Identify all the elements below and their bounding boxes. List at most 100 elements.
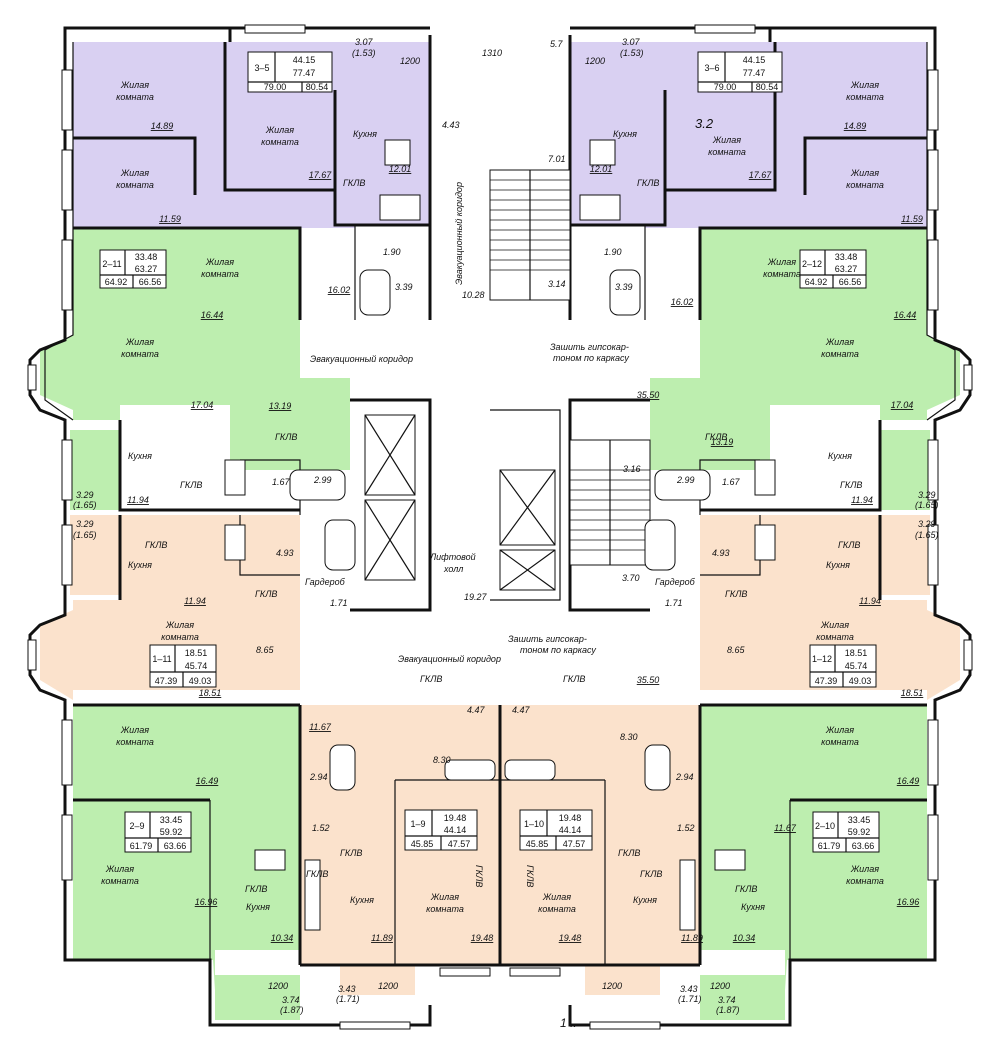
room-label: Жилая bbox=[125, 337, 154, 347]
dim-label: 8.30 bbox=[620, 732, 638, 742]
room-label: Жилая bbox=[105, 864, 134, 874]
apt-id: 2–9 bbox=[129, 821, 144, 831]
room-label: Жилая bbox=[542, 892, 571, 902]
dim-label: 1.67 bbox=[722, 477, 741, 487]
kitchen-label: Кухня bbox=[828, 451, 852, 461]
apt-value: 45.85 bbox=[411, 839, 434, 849]
apt-value: 63.27 bbox=[835, 264, 858, 274]
gklv-label: ГКЛВ bbox=[275, 432, 297, 442]
gklv-label: ГКЛВ bbox=[838, 540, 860, 550]
area-label: 19.48 bbox=[471, 933, 494, 943]
apt-value: 80.54 bbox=[306, 82, 329, 92]
stairs-top bbox=[489, 169, 571, 301]
room-label: комната bbox=[161, 632, 199, 642]
room-label: Жилая bbox=[825, 337, 854, 347]
kitchen-label: Кухня bbox=[128, 451, 152, 461]
dim-label: (1.71) bbox=[678, 994, 702, 1004]
dim-label: 3.43 bbox=[338, 984, 356, 994]
dim-label: 4.93 bbox=[276, 548, 294, 558]
gklv-label: ГКЛВ bbox=[245, 884, 267, 894]
dim-label: 1.67 bbox=[272, 477, 291, 487]
apt-value: 47.39 bbox=[815, 676, 838, 686]
apartment-box-2-11: 2–11 33.48 63.27 64.92 66.56 bbox=[99, 249, 167, 289]
room-label: Жилая bbox=[767, 257, 796, 267]
dim-label: 3.29 bbox=[918, 519, 936, 529]
lift-hall-label: Лифтовой bbox=[429, 552, 476, 562]
dim-label: 1.52 bbox=[312, 823, 330, 833]
room-labels: Жилая комната Жилая комната Жилая комнат… bbox=[101, 80, 884, 914]
dim-label: 3.39 bbox=[395, 282, 413, 292]
area-label: 14.89 bbox=[151, 121, 174, 131]
dim-label: 8.65 bbox=[256, 645, 275, 655]
apt-value: 77.47 bbox=[293, 68, 316, 78]
room-label: Жилая bbox=[825, 725, 854, 735]
dim-label: 1200 bbox=[268, 981, 288, 991]
area-label: 19.48 bbox=[559, 933, 582, 943]
apt-value: 49.03 bbox=[849, 676, 872, 686]
apt-value: 45.74 bbox=[845, 661, 868, 671]
apt-value: 45.85 bbox=[526, 839, 549, 849]
dim-label: 1.90 bbox=[383, 247, 401, 257]
gklv-label: ГКЛВ bbox=[180, 480, 202, 490]
room-label: комната bbox=[846, 876, 884, 886]
dim-label: 2.99 bbox=[676, 475, 695, 485]
dim-label: 1200 bbox=[378, 981, 398, 991]
area-label: 17.67 bbox=[309, 170, 333, 180]
kitchen-label: Кухня bbox=[633, 895, 657, 905]
area-label: 11.67 bbox=[774, 823, 797, 833]
room-label: Жилая bbox=[712, 135, 741, 145]
dim-label: 5.7 bbox=[550, 39, 564, 49]
room-label: Жилая bbox=[120, 80, 149, 90]
room-label: Жилая bbox=[120, 725, 149, 735]
area-label: 14.89 bbox=[844, 121, 867, 131]
evac-corridor-label: Эвакуационный коридор bbox=[454, 182, 464, 285]
area-label: 16.96 bbox=[897, 897, 920, 907]
apt-value: 19.48 bbox=[559, 813, 582, 823]
room-label: комната bbox=[426, 904, 464, 914]
evac-corridor-label: Эвакуационный коридор bbox=[310, 354, 413, 364]
footer-mark: 1 .. bbox=[560, 1016, 577, 1030]
gklv-labels: ГКЛВ ГКЛВ ГКЛВ ГКЛВ ГКЛВ ГКЛВ ГКЛВ ГКЛВ … bbox=[145, 178, 862, 894]
apt-value: 63.66 bbox=[164, 841, 187, 851]
gklv-label: ГКЛВ bbox=[474, 865, 484, 887]
apt-value: 47.39 bbox=[155, 676, 178, 686]
apt-value: 64.92 bbox=[805, 277, 828, 287]
area-label: 11.59 bbox=[159, 214, 181, 224]
dim-label: (1.87) bbox=[280, 1005, 304, 1015]
area-label: 17.67 bbox=[749, 170, 773, 180]
apt-value: 59.92 bbox=[160, 827, 183, 837]
area-label: 10.34 bbox=[271, 933, 294, 943]
kitchen-label: Кухня bbox=[826, 560, 850, 570]
area-label: 11.94 bbox=[184, 596, 206, 606]
apartment-box-3-6: 3–6 44.15 77.47 79.00 80.54 bbox=[697, 51, 783, 93]
apt-id: 3–5 bbox=[254, 63, 269, 73]
apt-value: 33.45 bbox=[848, 815, 871, 825]
room-label: комната bbox=[821, 349, 859, 359]
apartment-box-1-9: 1–9 19.48 44.14 45.85 47.57 bbox=[404, 809, 478, 851]
area-label: 16.49 bbox=[897, 776, 920, 786]
apt-value: 47.57 bbox=[563, 839, 586, 849]
gklv-label: ГКЛВ bbox=[840, 480, 862, 490]
dim-label: (1.65) bbox=[73, 530, 97, 540]
dim-label: 3.29 bbox=[918, 490, 936, 500]
room-label: комната bbox=[538, 904, 576, 914]
kitchen-label: Кухня bbox=[128, 560, 152, 570]
apt-value: 44.15 bbox=[743, 55, 766, 65]
area-label: 35.50 bbox=[637, 675, 660, 685]
area-label: 11.67 bbox=[309, 722, 332, 732]
area-label: 11.94 bbox=[127, 495, 149, 505]
area-label: 12.01 bbox=[590, 164, 613, 174]
room-label: комната bbox=[201, 269, 239, 279]
room-label: комната bbox=[116, 92, 154, 102]
apartment-box-1-12: 1–12 18.51 45.74 47.39 49.03 bbox=[809, 644, 877, 688]
dim-label: 4.43 bbox=[442, 120, 460, 130]
area-label: 16.02 bbox=[671, 297, 694, 307]
dim-label: 1.71 bbox=[665, 598, 683, 608]
dim-label: 1310 bbox=[482, 48, 502, 58]
dim-label: 3.43 bbox=[680, 984, 698, 994]
area-label: 13.19 bbox=[269, 401, 292, 411]
room-label: Жилая bbox=[430, 892, 459, 902]
wardrobe-label: Гардероб bbox=[655, 577, 696, 587]
apt-value: 66.56 bbox=[839, 277, 862, 287]
gklv-label: ГКЛВ bbox=[563, 674, 585, 684]
